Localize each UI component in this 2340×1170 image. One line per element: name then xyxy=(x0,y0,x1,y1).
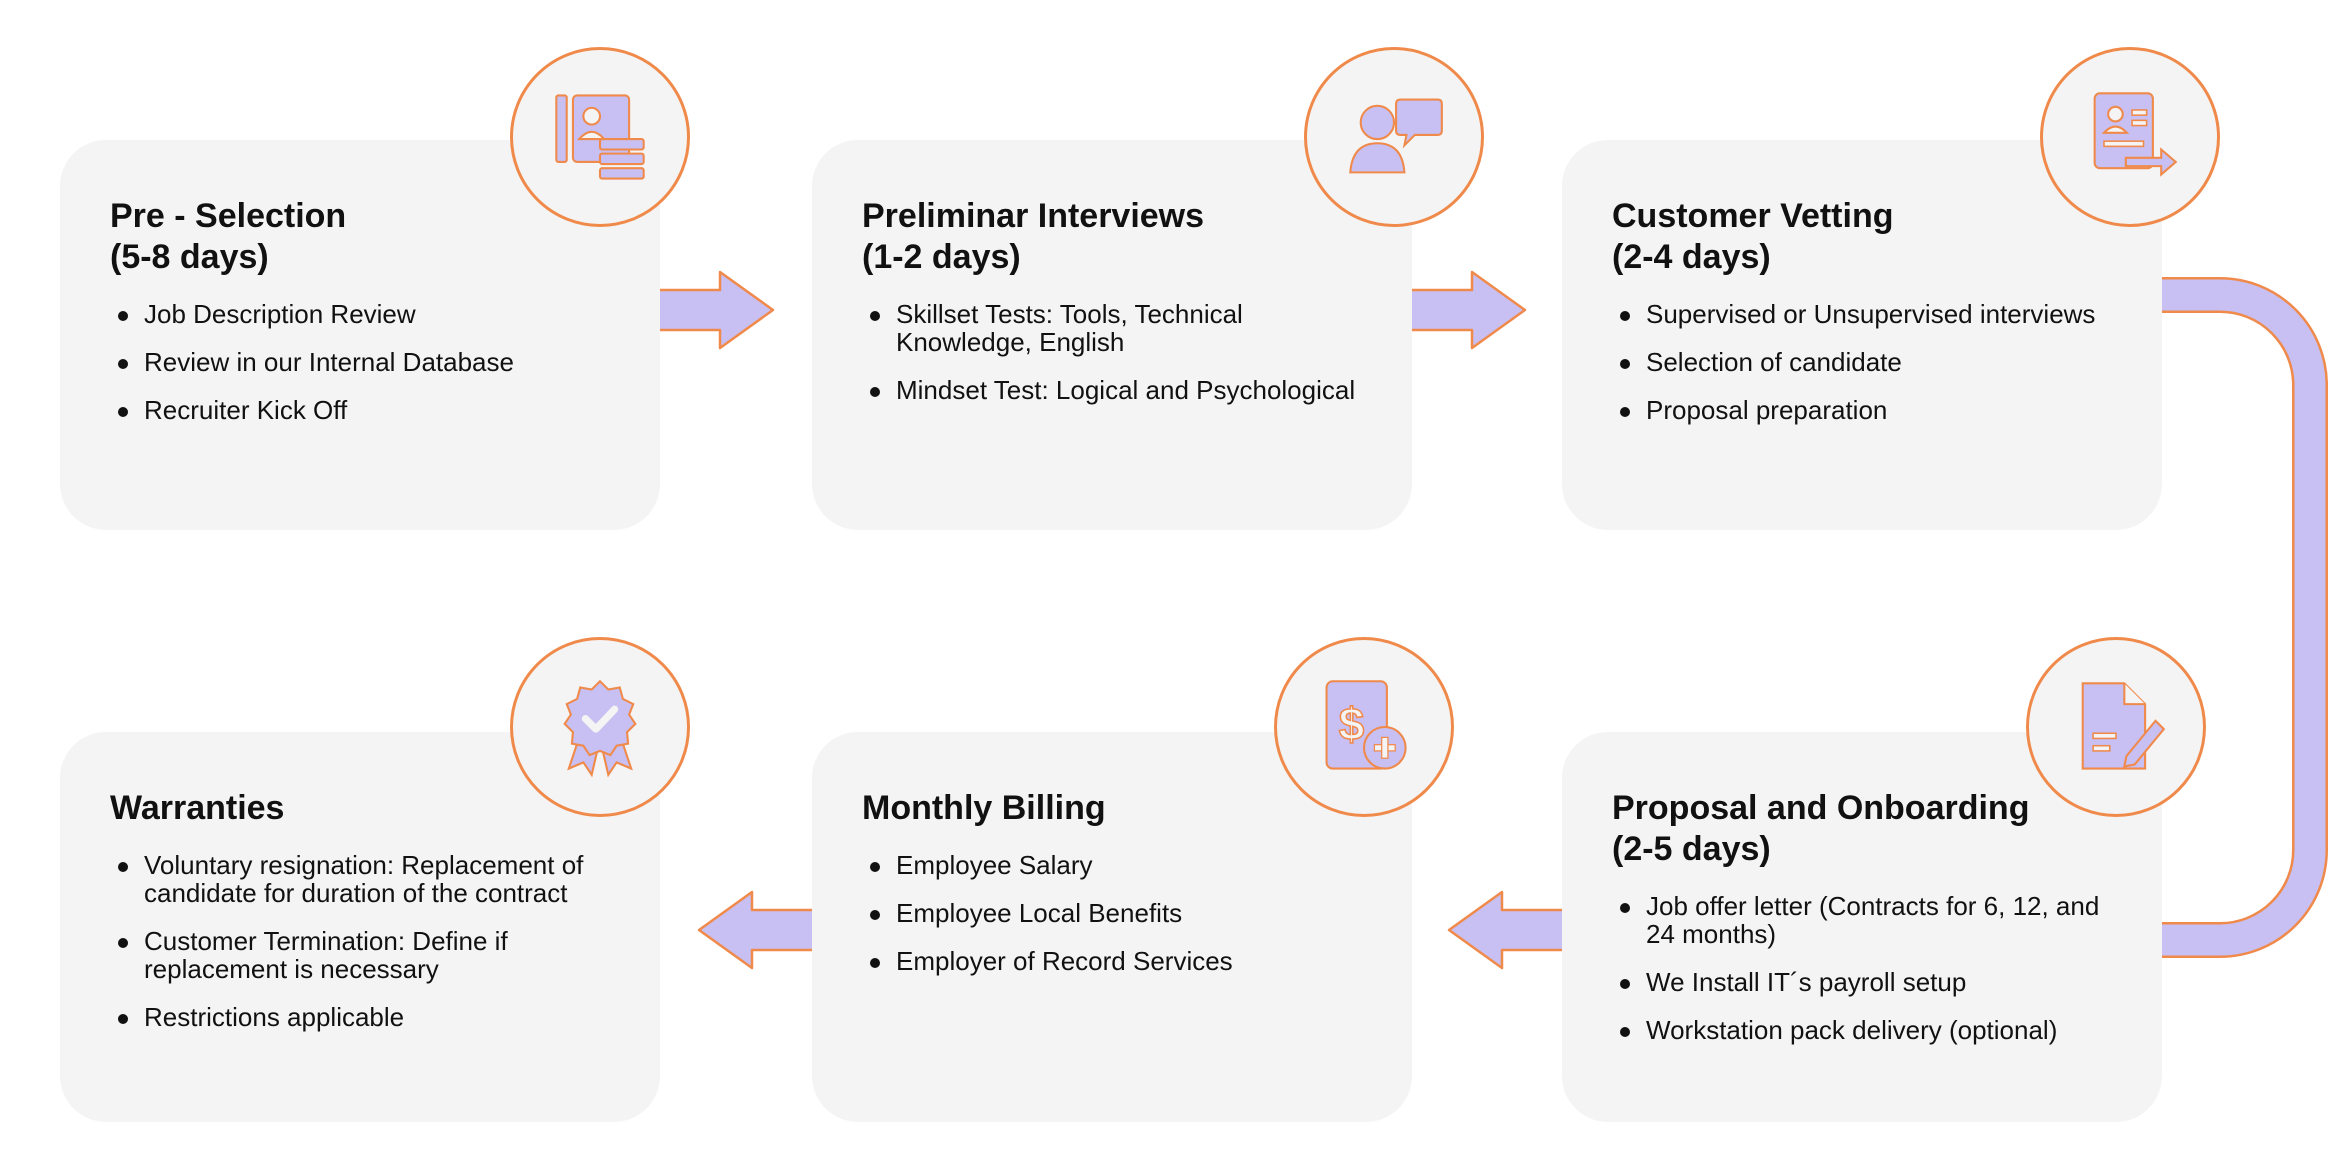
list-item: Employee Salary xyxy=(862,851,1372,879)
list-item: Mindset Test: Logical and Psychological xyxy=(862,376,1372,404)
document-sign-icon xyxy=(2081,682,2166,770)
list-item: Voluntary resignation: Replacement of ca… xyxy=(110,851,620,907)
step-badge xyxy=(2026,637,2206,817)
list-item: Proposal preparation xyxy=(1612,396,2122,424)
step-bullet-list: Voluntary resignation: Replacement of ca… xyxy=(110,851,620,1031)
arrow-right-icon xyxy=(656,270,775,350)
warranty-badge-icon xyxy=(563,679,637,778)
billing-add-icon: $ xyxy=(1325,680,1407,770)
list-item: Review in our Internal Database xyxy=(110,348,620,376)
list-item: Job offer letter (Contracts for 6, 12, a… xyxy=(1612,892,2122,948)
step-badge: $ xyxy=(1274,637,1454,817)
step-badge xyxy=(1304,47,1484,227)
step-title: Warranties xyxy=(110,789,285,827)
interview-chat-icon xyxy=(1349,98,1443,174)
u-turn-connector xyxy=(2160,277,2328,958)
list-item: We Install IT´s payroll setup xyxy=(1612,968,2122,996)
list-item: Employee Local Benefits xyxy=(862,899,1372,927)
list-item: Skillset Tests: Tools, Technical Knowled… xyxy=(862,300,1372,356)
step-card-preliminar-interviews: Preliminar Interviews (1-2 days) Skillse… xyxy=(812,140,1412,530)
step-bullet-list: Job Description Review Review in our Int… xyxy=(110,300,620,424)
candidate-profile-icon xyxy=(555,94,645,180)
step-badge xyxy=(510,637,690,817)
step-bullet-list: Job offer letter (Contracts for 6, 12, a… xyxy=(1612,892,2122,1044)
svg-text:$: $ xyxy=(1339,698,1364,749)
step-title: Pre - Selection (5-8 days) xyxy=(110,197,347,276)
arrow-right-icon xyxy=(1408,270,1527,350)
list-item: Employer of Record Services xyxy=(862,947,1372,975)
step-title: Monthly Billing xyxy=(862,789,1106,827)
step-bullet-list: Skillset Tests: Tools, Technical Knowled… xyxy=(862,300,1372,404)
list-item: Customer Termination: Define if replacem… xyxy=(110,927,620,983)
step-title: Proposal and Onboarding (2-5 days) xyxy=(1612,789,2030,868)
list-item: Supervised or Unsupervised interviews xyxy=(1612,300,2122,328)
step-card-customer-vetting: Customer Vetting (2-4 days) Supervised o… xyxy=(1562,140,2162,530)
step-bullet-list: Employee Salary Employee Local Benefits … xyxy=(862,851,1372,975)
arrow-left-icon xyxy=(697,890,816,970)
step-bullet-list: Supervised or Unsupervised interviews Se… xyxy=(1612,300,2122,424)
list-item: Restrictions applicable xyxy=(110,1003,620,1031)
step-title: Customer Vetting (2-4 days) xyxy=(1612,197,1894,276)
step-badge xyxy=(2040,47,2220,227)
arrow-left-icon xyxy=(1447,890,1566,970)
step-title: Preliminar Interviews (1-2 days) xyxy=(862,197,1205,276)
list-item: Workstation pack delivery (optional) xyxy=(1612,1016,2122,1044)
list-item: Recruiter Kick Off xyxy=(110,396,620,424)
profile-transfer-icon xyxy=(2093,92,2178,177)
step-badge xyxy=(510,47,690,227)
list-item: Selection of candidate xyxy=(1612,348,2122,376)
list-item: Job Description Review xyxy=(110,300,620,328)
